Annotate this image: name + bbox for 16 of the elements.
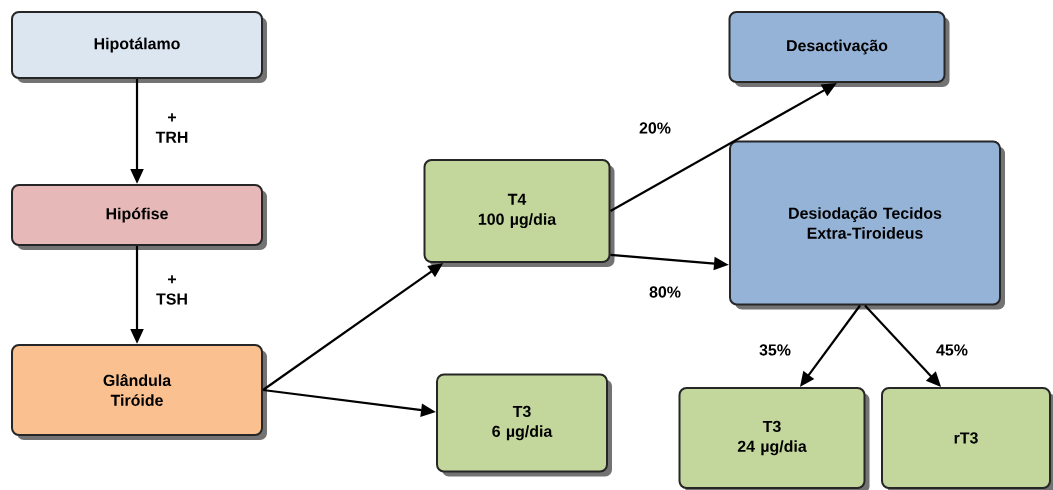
edge-label: + TSH bbox=[156, 275, 187, 305]
process-box: Hipotálamo bbox=[11, 11, 267, 83]
edge-label: 35% bbox=[759, 344, 791, 356]
edge-label: 20% bbox=[639, 122, 671, 134]
process-box: Desiodação Tecidos Extra-Tiroideus bbox=[729, 140, 1005, 310]
edge-label: 80% bbox=[649, 286, 681, 298]
arrow bbox=[864, 304, 941, 387]
edge-label: + TRH bbox=[155, 113, 188, 143]
process-box: rT3 bbox=[881, 387, 1053, 490]
process-box: Desactivação bbox=[728, 11, 950, 87]
process-box: T3 6 µg/dia bbox=[436, 373, 612, 477]
edge-label: 45% bbox=[936, 344, 968, 356]
process-box: Hipófise bbox=[11, 184, 267, 250]
process-box: T3 24 µg/dia bbox=[678, 387, 870, 490]
process-box: T4 100 µg/dia bbox=[423, 159, 615, 267]
process-box: Glândula Tiróide bbox=[11, 344, 267, 440]
